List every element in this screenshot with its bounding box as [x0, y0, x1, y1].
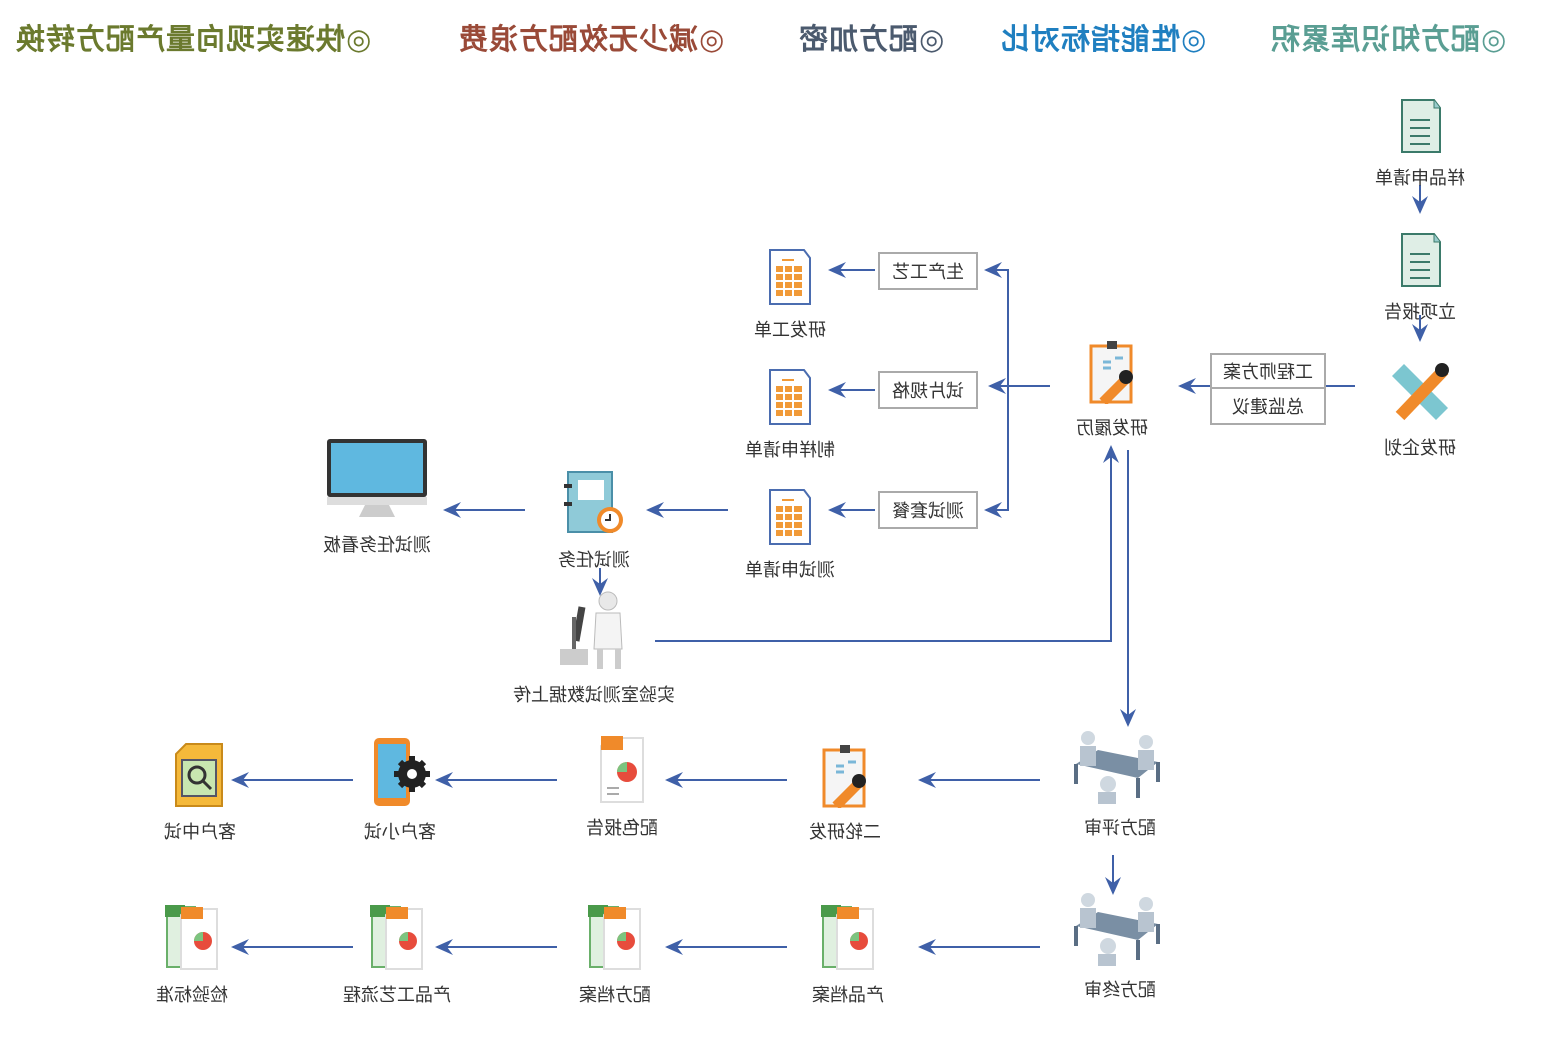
node: 研发企划 — [1320, 358, 1520, 460]
node: 客户小试 — [300, 738, 500, 844]
node-label: 配方终审 — [1084, 980, 1156, 1001]
scientist-microscope-icon — [494, 591, 694, 675]
node-label: 产品档案 — [812, 985, 884, 1006]
node-label: 检验标准 — [156, 985, 228, 1006]
node-label: 实验室测试数据上传 — [513, 685, 675, 706]
node: 测试申请单 — [690, 480, 890, 582]
ppt-xls-files-icon — [92, 905, 292, 975]
node: 检验标准 — [92, 905, 292, 1007]
monitor-icon — [277, 439, 477, 525]
clipboard-icon — [1012, 338, 1212, 408]
arrow — [984, 262, 1009, 386]
node-label: 客户中试 — [164, 822, 236, 843]
node-label: 配方档案 — [579, 985, 651, 1006]
node-label: 制样申请单 — [745, 440, 835, 461]
arrow — [655, 445, 1119, 642]
node: 产品工艺流程 — [297, 905, 497, 1007]
node-label: 测试任务 — [558, 550, 630, 571]
node-label: 研发工单 — [754, 320, 826, 341]
node: 研发工单 — [690, 240, 890, 342]
node-label: 研发企划 — [1384, 438, 1456, 459]
node: 配方评审 — [1020, 731, 1220, 840]
binder-clock-icon — [494, 470, 694, 540]
node-label: 配色报告 — [586, 818, 658, 839]
ppt-xls-files-icon — [515, 905, 715, 975]
clipboard-icon — [745, 742, 945, 812]
node-label: 客户小试 — [364, 822, 436, 843]
process-box: 生产工艺 — [878, 252, 978, 290]
phone-gear-icon — [300, 738, 500, 812]
node: 实验室测试数据上传 — [494, 591, 694, 707]
node: 配方档案 — [515, 905, 715, 1007]
spec-box: 试片规格 — [878, 371, 978, 409]
node: 二轮研发 — [745, 742, 945, 844]
node-label: 立项报告 — [1384, 302, 1456, 323]
node: 测试任务 — [494, 470, 694, 572]
node: 客户中试 — [100, 742, 300, 844]
node-label: 产品工艺流程 — [343, 985, 451, 1006]
node: 制样申请单 — [690, 360, 890, 462]
node: 配方终审 — [1020, 893, 1220, 1002]
search-doc-icon — [100, 742, 300, 812]
node: 测试任务看板 — [277, 439, 477, 557]
node: 研发履历 — [1012, 338, 1212, 440]
package-box: 测试套餐 — [878, 491, 978, 529]
orange-sheet-icon — [690, 240, 890, 310]
node-label: 研发履历 — [1076, 418, 1148, 439]
node-label: 二轮研发 — [809, 822, 881, 843]
ppt-xls-files-icon — [748, 905, 948, 975]
meeting-icon — [1020, 731, 1220, 808]
ppt-file-icon — [522, 736, 722, 808]
node: 配色报告 — [522, 736, 722, 840]
orange-sheet-icon — [690, 360, 890, 430]
arrow — [984, 386, 1009, 518]
pencil-ruler-icon — [1320, 358, 1520, 428]
node-label: 样品申请单 — [1375, 168, 1465, 189]
node: 样品申请单 — [1320, 88, 1520, 190]
meeting-icon — [1020, 893, 1220, 970]
green-doc-icon — [1320, 222, 1520, 292]
node-label: 配方评审 — [1084, 818, 1156, 839]
proposal-box: 工程师方案 总监建议 — [1210, 353, 1326, 425]
ppt-xls-files-icon — [297, 905, 497, 975]
node-label: 测试任务看板 — [323, 535, 431, 556]
node: 立项报告 — [1320, 222, 1520, 324]
green-doc-icon — [1320, 88, 1520, 158]
node: 产品档案 — [748, 905, 948, 1007]
node-label: 测试申请单 — [745, 560, 835, 581]
orange-sheet-icon — [690, 480, 890, 550]
